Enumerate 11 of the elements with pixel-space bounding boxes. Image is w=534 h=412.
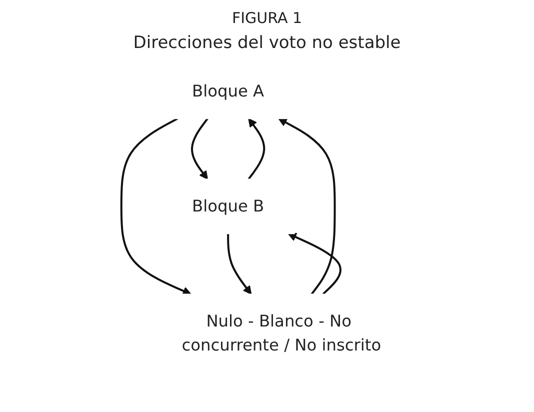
arrow bbox=[278, 118, 336, 294]
arrow bbox=[248, 118, 266, 180]
node-text: Bloque A bbox=[192, 80, 264, 100]
arrow bbox=[120, 117, 192, 295]
arrow bbox=[191, 117, 208, 180]
node-text: Bloque B bbox=[192, 196, 264, 215]
node-text: Nulo - Blanco - No concurrente / No inscrito bbox=[182, 310, 382, 354]
arrow bbox=[227, 233, 252, 294]
subtitle-text: Direcciones del voto no estable bbox=[133, 33, 401, 53]
figure-title: FIGURA 1 bbox=[232, 9, 302, 27]
arrow bbox=[288, 232, 342, 294]
